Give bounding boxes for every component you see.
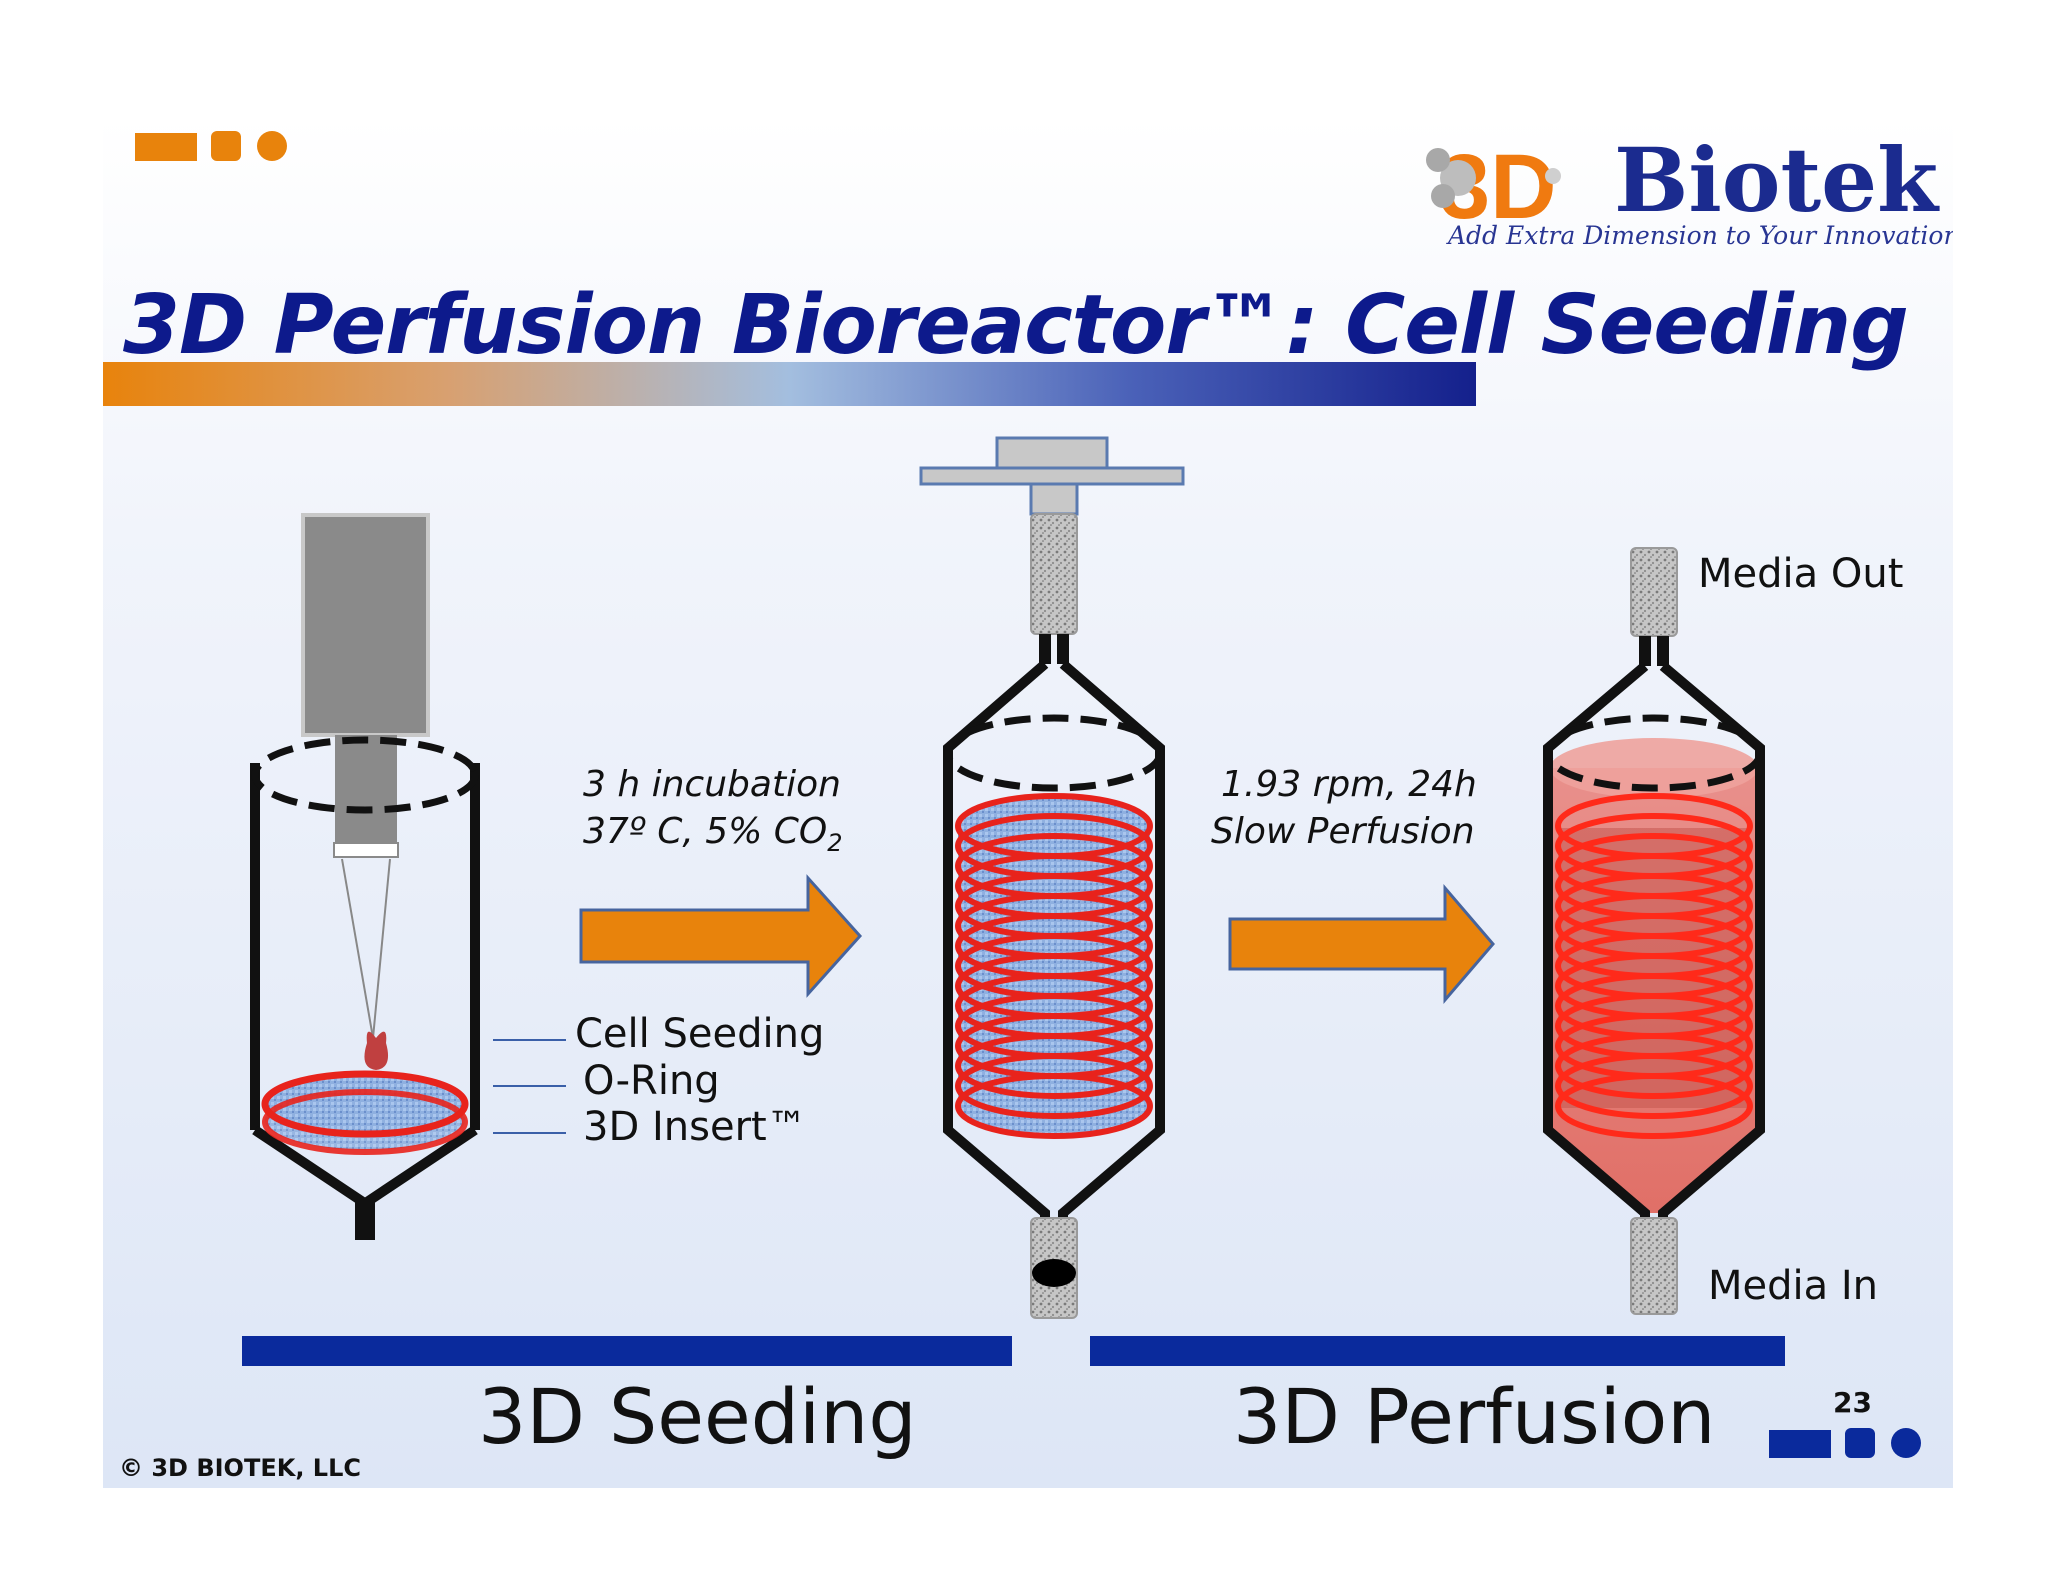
callout-lines — [493, 1039, 566, 1134]
diagram-art: 3D — [103, 131, 1921, 1458]
perfusion-mode: Slow Perfusion — [1211, 811, 1475, 852]
section-label-seeding: 3D Seeding — [478, 1372, 917, 1461]
reactor-seeding — [250, 513, 480, 1240]
section-label-perfusion: 3D Perfusion — [1233, 1372, 1716, 1461]
arrow-perfusion-icon — [1228, 883, 1495, 1005]
label-cell-seeding: Cell Seeding — [575, 1011, 825, 1057]
incubation-conditions-text: 37º C, 5% CO — [583, 811, 828, 852]
arrow-incubation-icon — [579, 874, 863, 998]
corner-decor-bottom — [1769, 1428, 1921, 1458]
label-media-out: Media Out — [1698, 551, 1904, 597]
incubation-time: 3 h incubation — [583, 764, 841, 805]
seeding-section-bar — [242, 1336, 1012, 1366]
incubation-conditions-sub: 2 — [827, 829, 843, 858]
page-number: 23 — [1833, 1386, 1872, 1419]
reactor-incubation — [919, 436, 1185, 1319]
copyright: © 3D BIOTEK, LLC — [119, 1454, 361, 1482]
logo-name: Biotek — [1614, 128, 1939, 232]
label-media-in: Media In — [1708, 1263, 1878, 1309]
logo-tagline: Add Extra Dimension to Your Innovation — [1448, 221, 1953, 250]
reactor-perfusion — [1543, 547, 1765, 1315]
slide: 3D — [103, 118, 1953, 1488]
page-title: 3D Perfusion Bioreactor™: Cell Seeding — [123, 278, 1909, 373]
perfusion-rate: 1.93 rpm, 24h — [1221, 764, 1477, 805]
label-3d-insert: 3D Insert™ — [583, 1104, 807, 1150]
title-underline-bar — [103, 362, 1476, 406]
label-o-ring: O-Ring — [583, 1058, 720, 1104]
perfusion-section-bar — [1090, 1336, 1785, 1366]
logo-mark-icon: 3D — [1426, 136, 1561, 238]
incubation-conditions: 37º C, 5% CO2 — [583, 811, 843, 857]
corner-decor-top — [135, 131, 287, 161]
